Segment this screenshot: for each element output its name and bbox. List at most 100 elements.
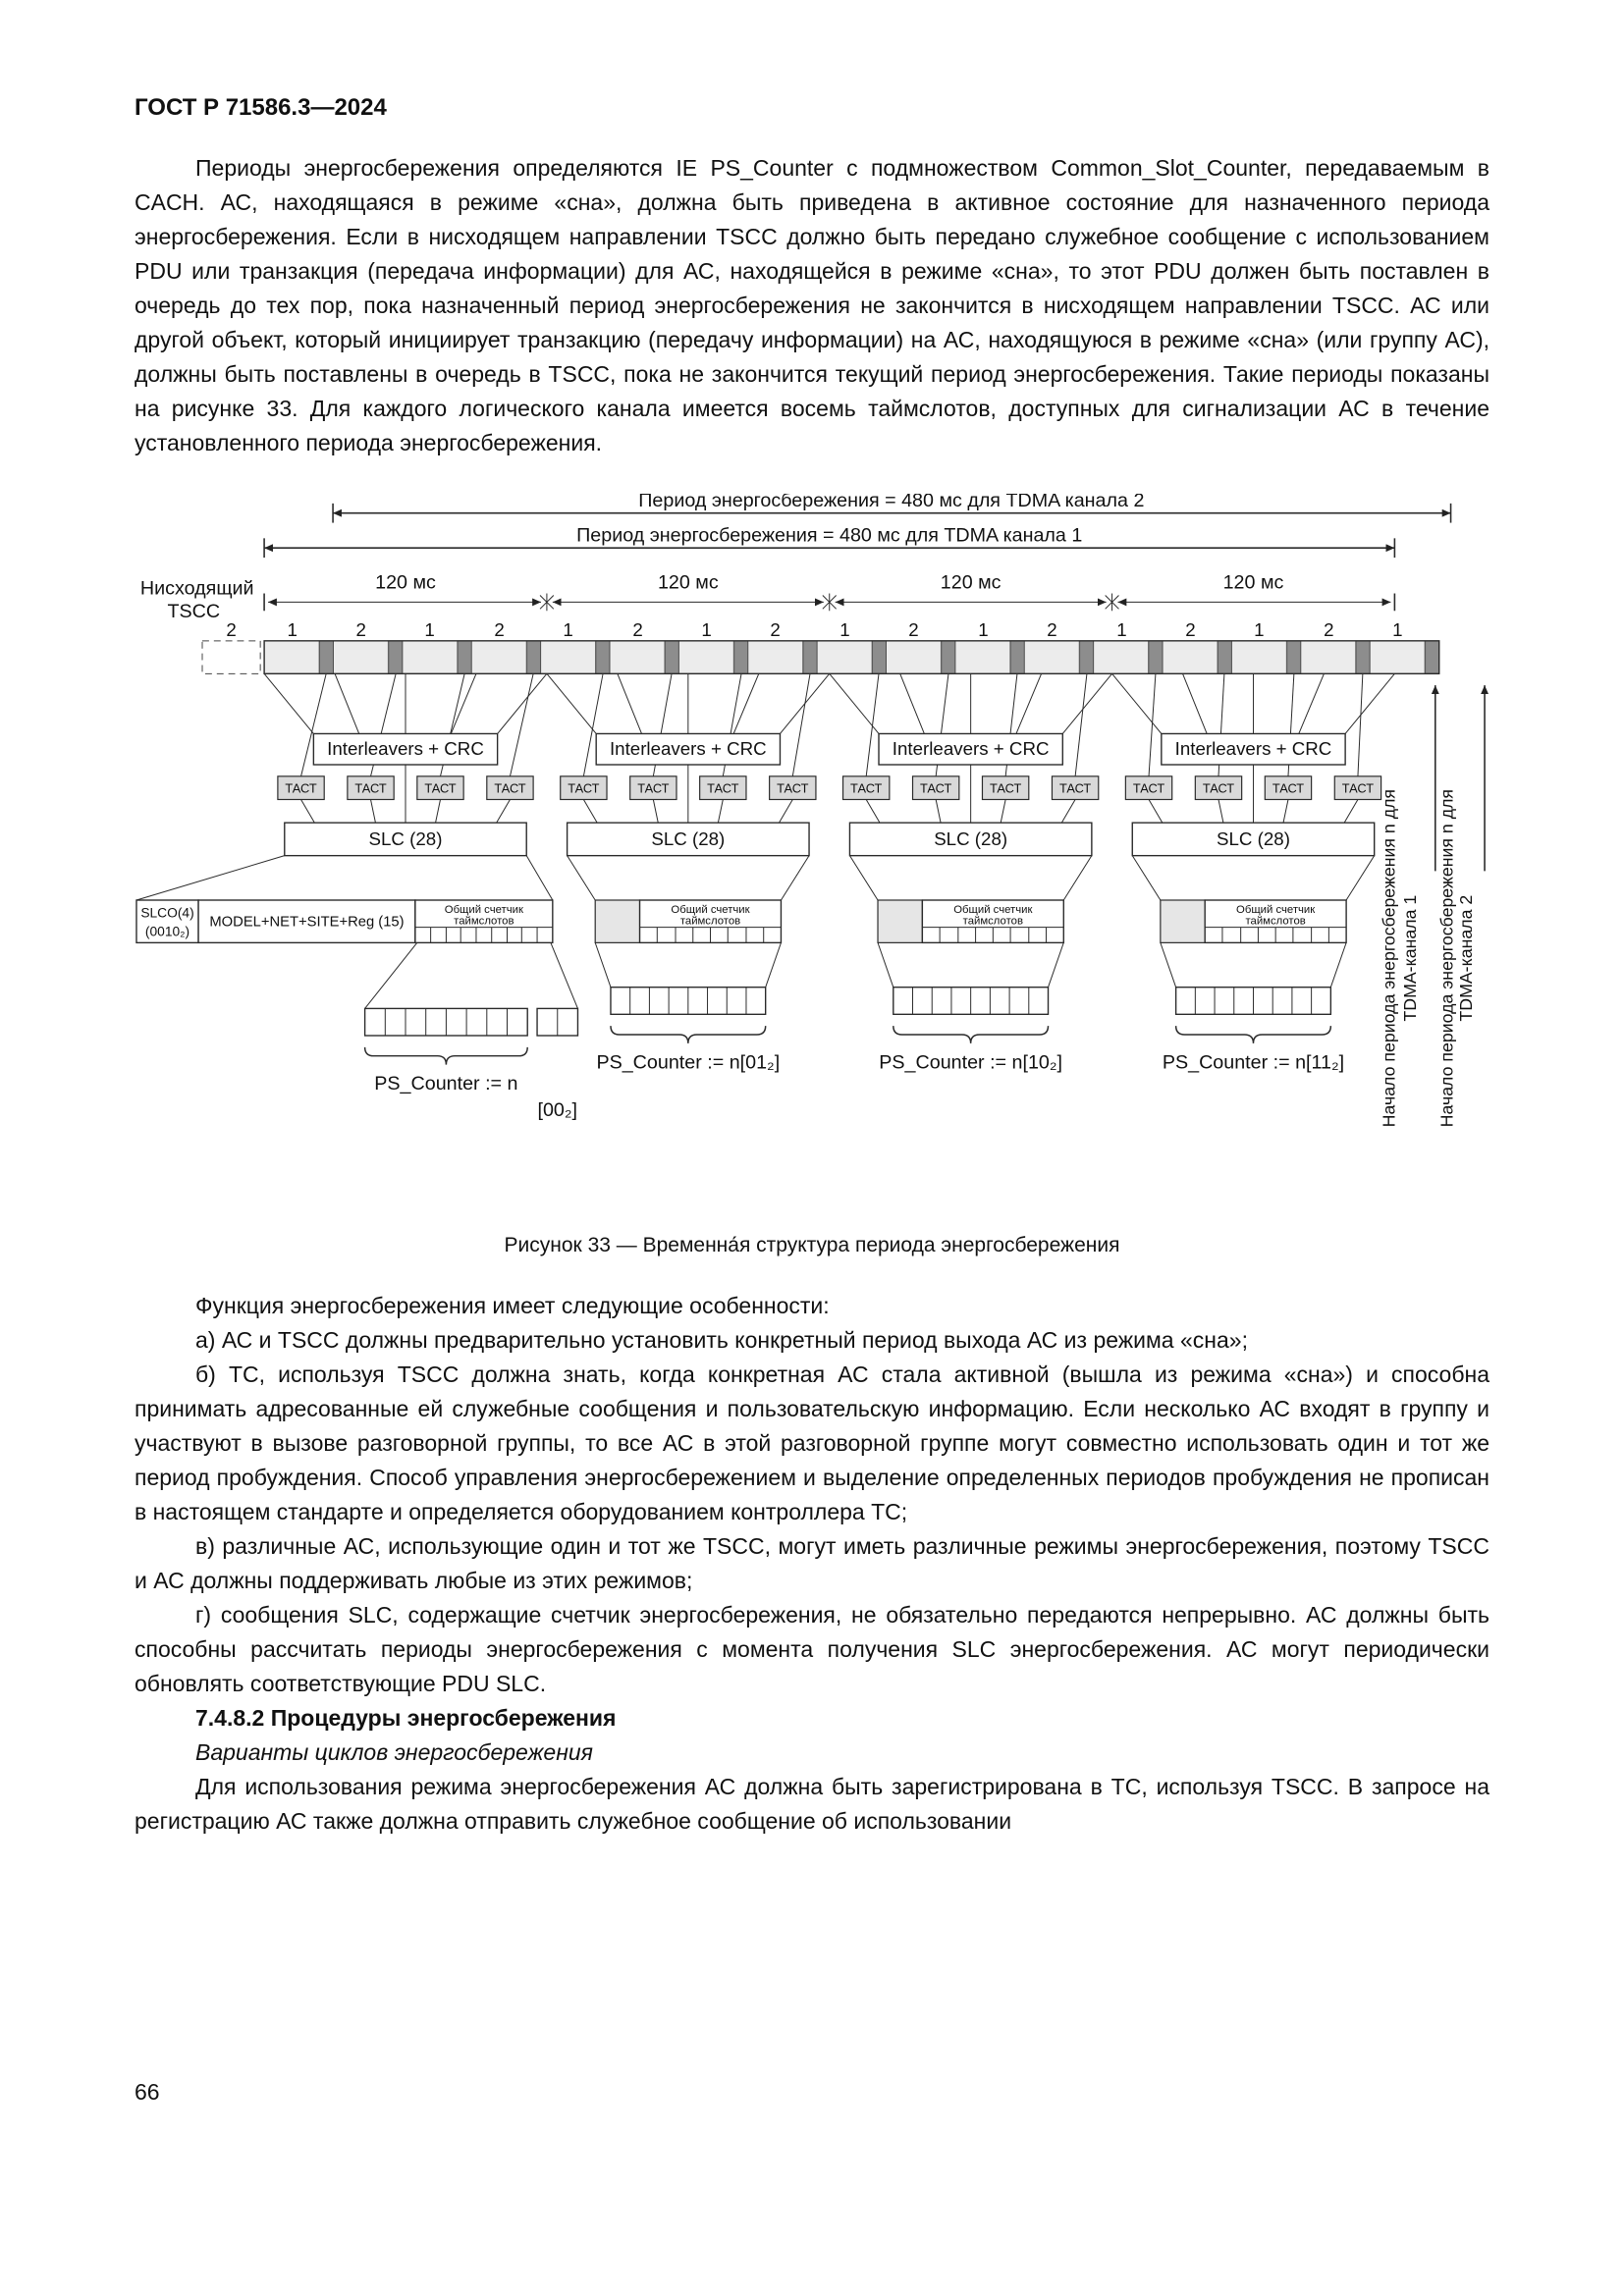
list-item-g: г) сообщения SLC, содержащие счетчик эне… bbox=[135, 1602, 1489, 1697]
slot-number: 1 bbox=[424, 619, 434, 640]
tact-label: ТАСТ bbox=[777, 781, 808, 796]
slot-number: 2 bbox=[770, 619, 780, 640]
slco-label-line1: SLCO(4) bbox=[140, 906, 193, 921]
section-heading-7-4-8-2: 7.4.8.2 Процедуры энергосбережения bbox=[195, 1705, 617, 1732]
break-marker bbox=[539, 593, 1119, 612]
tact-label: ТАСТ bbox=[637, 781, 669, 796]
slot-number: 2 bbox=[226, 619, 236, 640]
tact-label: ТАСТ bbox=[1203, 781, 1234, 796]
ps-counter-cells-group2 bbox=[610, 987, 767, 1015]
slot-number: 1 bbox=[563, 619, 572, 640]
ps-counter-cells-group1 bbox=[363, 1007, 579, 1037]
list-item-b: б) ТС, используя TSCC должна знать, когд… bbox=[135, 1362, 1489, 1525]
page-content: ГОСТ Р 71586.3—2024 Периоды энергосбереж… bbox=[135, 94, 1489, 1839]
slc-structure-group1: SLCO(4) (0010₂) MODEL+NET+SITE+Reg (15) … bbox=[135, 899, 554, 944]
start-ch1-label-line1: Начало периода энергосбережения n для bbox=[1379, 789, 1398, 1127]
period-start-labels: Начало периода энергосбережения n для TD… bbox=[1379, 685, 1489, 1127]
interleaver-crc-boxes: Interleavers + CRC Interleavers + CRC In… bbox=[312, 732, 1346, 766]
page-number: 66 bbox=[135, 2079, 160, 2105]
tact-label: ТАСТ bbox=[707, 781, 738, 796]
slc-structure-group2: Общий счетчик таймслотов bbox=[594, 899, 783, 944]
ps-counter-label-3: PS_Counter := n[10₂] bbox=[879, 1052, 1062, 1074]
tact-label: ТАСТ bbox=[920, 781, 951, 796]
model-field-label: MODEL+NET+SITE+Reg (15) bbox=[209, 915, 404, 931]
tact-label: ТАСТ bbox=[1133, 781, 1164, 796]
slot-number: 1 bbox=[1392, 619, 1402, 640]
tact-label: ТАСТ bbox=[568, 781, 599, 796]
frame-continuation-dashed-box bbox=[201, 640, 261, 674]
ps-counter-label-1b: [00₂] bbox=[538, 1099, 578, 1121]
ps-counter-label-2: PS_Counter := n[01₂] bbox=[596, 1052, 780, 1074]
common-slot-counter-label-line2: таймслотов bbox=[1245, 916, 1305, 928]
slot-number: 1 bbox=[1116, 619, 1126, 640]
tact-label: ТАСТ bbox=[1342, 781, 1374, 796]
common-slot-counter-label-line1: Общий счетчик bbox=[671, 904, 750, 916]
connectors-tact-to-slc bbox=[300, 764, 1359, 824]
start-ch2-label-line2: TDMA-канала 2 bbox=[1456, 895, 1476, 1022]
slot-number: 2 bbox=[1324, 619, 1333, 640]
start-ch1-label-line2: TDMA-канала 1 bbox=[1400, 895, 1420, 1022]
fan-lines-slc-to-structures bbox=[135, 855, 1376, 901]
slot-number: 1 bbox=[1254, 619, 1264, 640]
document-header: ГОСТ Р 71586.3—2024 bbox=[135, 94, 387, 121]
tact-label: ТАСТ bbox=[494, 781, 525, 796]
ps-counter-cells-group4 bbox=[1174, 987, 1332, 1015]
period-arrow-channel2: Период энергосбережения = 480 мс для TDM… bbox=[332, 490, 1452, 523]
list-item-v: в) различные АС, использующие один и тот… bbox=[135, 1533, 1489, 1594]
tact-label: ТАСТ bbox=[424, 781, 456, 796]
slc-label: SLC (28) bbox=[1217, 828, 1290, 849]
slot-number: 1 bbox=[287, 619, 297, 640]
period-label-ch2: Период энергосбережения = 480 мс для TDM… bbox=[638, 494, 1144, 511]
common-slot-counter-label-line1: Общий счетчик bbox=[1236, 904, 1316, 916]
slot-number: 2 bbox=[355, 619, 365, 640]
period-label-ch1: Период энергосбережения = 480 мс для TDM… bbox=[576, 524, 1082, 546]
slco-label-line2: (0010₂) bbox=[145, 924, 189, 938]
list-item-a: а) АС и TSCC должны предварительно устан… bbox=[195, 1327, 1248, 1354]
slot-number: 1 bbox=[701, 619, 711, 640]
downlink-tscc-label-line1: Нисходящий bbox=[140, 578, 254, 600]
interval-label-4: 120 мс bbox=[1223, 572, 1284, 594]
start-ch2-label-line1: Начало периода энергосбережения n для bbox=[1437, 789, 1457, 1127]
slot-number: 2 bbox=[1185, 619, 1195, 640]
tact-boxes: ТАСТ ТАСТ ТАСТ ТАСТ ТАСТ ТАСТ ТАСТ ТАСТ … bbox=[277, 775, 1382, 801]
slc-label: SLC (28) bbox=[369, 828, 443, 849]
interleavers-label: Interleavers + CRC bbox=[327, 738, 484, 759]
paragraph-features-intro: Функция энергосбережения имеет следующие… bbox=[195, 1293, 830, 1319]
slot-number: 2 bbox=[908, 619, 918, 640]
common-slot-counter-label-line2: таймслотов bbox=[963, 916, 1023, 928]
tact-label: ТАСТ bbox=[285, 781, 316, 796]
paragraph-registration: Для использования режима энергосбережени… bbox=[135, 1774, 1489, 1835]
slot-number: 1 bbox=[839, 619, 849, 640]
slc-structure-group3: Общий счетчик таймслотов bbox=[877, 899, 1064, 944]
slot-number-row: 2 1 2 1 2 1 2 1 2 1 2 1 2 1 2 1 2 bbox=[226, 619, 1402, 640]
tact-label: ТАСТ bbox=[354, 781, 386, 796]
period-arrow-channel1: Период энергосбережения = 480 мс для TDM… bbox=[263, 524, 1396, 559]
interval-label-1: 120 мс bbox=[375, 572, 436, 594]
interval-label-2: 120 мс bbox=[658, 572, 719, 594]
interleavers-label: Interleavers + CRC bbox=[893, 738, 1050, 759]
common-slot-counter-label-line1: Общий счетчик bbox=[445, 904, 524, 916]
downlink-tscc-label-line2: TSCC bbox=[168, 601, 221, 622]
common-slot-counter-label-line2: таймслотов bbox=[680, 916, 740, 928]
slot-number: 2 bbox=[494, 619, 504, 640]
figure-caption: Рисунок 33 — Временна́я структура период… bbox=[504, 1234, 1120, 1257]
slot-number: 1 bbox=[978, 619, 988, 640]
ps-counter-label-1: PS_Counter := n bbox=[374, 1073, 517, 1095]
paragraph-intro: Периоды энергосбережения определяются IE… bbox=[135, 155, 1489, 455]
tscc-frame-bar bbox=[263, 640, 1440, 675]
slc-structure-group4: Общий счетчик таймслотов bbox=[1160, 899, 1347, 944]
fan-lines-structures-to-rows bbox=[364, 942, 1347, 1009]
slot-number: 2 bbox=[632, 619, 642, 640]
figure-33: Период энергосбережения = 480 мс для TDM… bbox=[135, 490, 1489, 1214]
tact-label: ТАСТ bbox=[990, 781, 1021, 796]
ps-counter-cells-group3 bbox=[893, 987, 1050, 1015]
interval-120ms-arrows: 120 мс 120 мс 120 мс 120 мс bbox=[263, 572, 1396, 612]
interval-label-3: 120 мс bbox=[941, 572, 1001, 594]
interleavers-label: Interleavers + CRC bbox=[1175, 738, 1332, 759]
fan-lines-bar-to-interleavers bbox=[263, 673, 1395, 734]
slot-number: 2 bbox=[1047, 619, 1056, 640]
tact-label: ТАСТ bbox=[850, 781, 882, 796]
subsection-title-variants: Варианты циклов энергосбережения bbox=[195, 1739, 593, 1766]
slc-boxes: SLC (28) SLC (28) SLC (28) SLC (28) bbox=[284, 822, 1376, 857]
